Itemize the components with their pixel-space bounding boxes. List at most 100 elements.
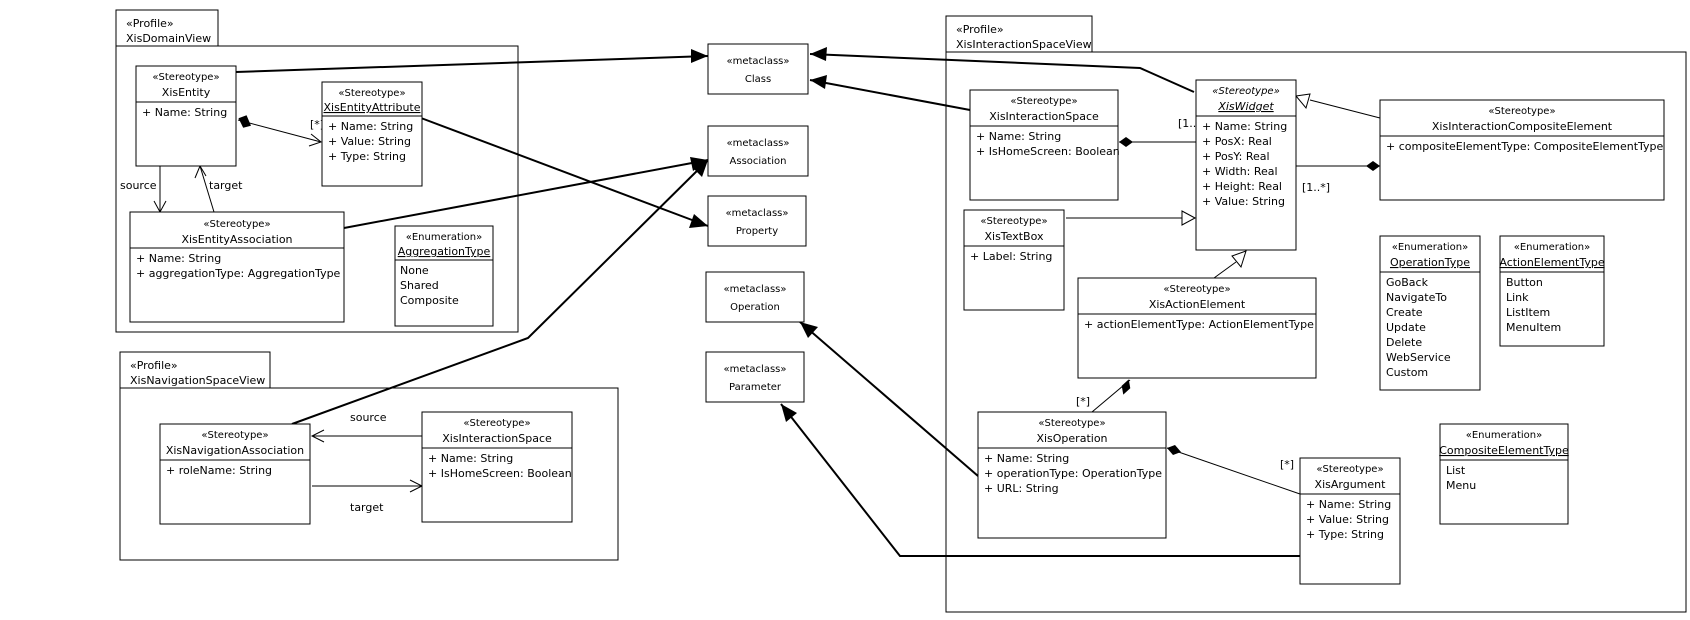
stereotype-label: «Enumeration» xyxy=(406,232,483,243)
attribute: + Name: String xyxy=(328,120,413,133)
class-xis-argument[interactable]: «Stereotype» XisArgument + Name: String … xyxy=(1299,457,1401,585)
hollow-triangle xyxy=(1295,93,1311,110)
stereotype-label: «Enumeration» xyxy=(1466,430,1543,441)
arrowhead xyxy=(692,160,708,177)
composition-diamond xyxy=(238,115,251,128)
attribute: + Height: Real xyxy=(1202,180,1282,193)
composition-operation-argument xyxy=(1166,447,1301,495)
stereotype-label: «Stereotype» xyxy=(1488,106,1555,117)
class-xis-entity-association[interactable]: «Stereotype» XisEntityAssociation + Name… xyxy=(129,211,345,323)
extension-entity-association-association xyxy=(343,159,709,229)
open-arrowhead xyxy=(194,164,207,179)
class-xis-widget[interactable]: «Stereotype» XisWidget + Name: String + … xyxy=(1195,79,1297,251)
metaclass-operation[interactable]: «metaclass» Operation xyxy=(705,271,805,323)
extension-interaction-space-class xyxy=(809,79,971,111)
hollow-triangle xyxy=(1181,210,1197,226)
role-label-source: source xyxy=(350,411,387,424)
stereotype-label: «metaclass» xyxy=(723,364,786,375)
metaclass-association[interactable]: «metaclass» Association xyxy=(707,125,809,177)
profile-stereotype: «Profile» xyxy=(130,359,178,372)
class-name: XisActionElement xyxy=(1149,298,1246,311)
arrowhead xyxy=(810,47,827,61)
enum-literal: Create xyxy=(1386,306,1423,319)
enum-literal: NavigateTo xyxy=(1386,291,1447,304)
class-name: AggregationType xyxy=(398,245,491,258)
composition-diamond xyxy=(1366,161,1380,171)
metaclass-property[interactable]: «metaclass» Property xyxy=(707,195,807,247)
attribute: + Name: String xyxy=(142,106,227,119)
class-name: XisInteractionSpace xyxy=(989,110,1099,123)
multiplicity-label: [*] xyxy=(1280,458,1294,471)
enum-operation-type[interactable]: «Enumeration» OperationType GoBack Navig… xyxy=(1379,235,1481,391)
attribute: + IsHomeScreen: Boolean xyxy=(428,467,572,480)
arrowhead xyxy=(810,75,827,89)
extension-operation-operation xyxy=(799,321,979,477)
class-name: XisInteractionSpace xyxy=(442,432,552,445)
class-xis-entity[interactable]: «Stereotype» XisEntity + Name: String xyxy=(135,65,237,167)
attribute: + roleName: String xyxy=(166,464,272,477)
class-name: XisNavigationAssociation xyxy=(166,444,304,457)
assoc-target xyxy=(199,165,215,213)
class-name: Property xyxy=(736,226,778,237)
attribute: + aggregationType: AggregationType xyxy=(136,267,341,280)
enum-literal: MenuItem xyxy=(1506,321,1561,334)
stereotype-label: «Stereotype» xyxy=(463,418,530,429)
profile-stereotype: «Profile» xyxy=(956,23,1004,36)
class-name: XisEntityAttribute xyxy=(323,101,420,114)
class-xis-interaction-composite-element[interactable]: «Stereotype» XisInteractionCompositeElem… xyxy=(1379,99,1665,201)
extension-attribute-property xyxy=(420,117,709,227)
open-arrowhead xyxy=(308,133,323,147)
class-xis-interaction-space-nav[interactable]: «Stereotype» XisInteractionSpace + Name:… xyxy=(421,411,573,523)
stereotype-label: «Stereotype» xyxy=(201,430,268,441)
class-xis-navigation-association[interactable]: «Stereotype» XisNavigationAssociation + … xyxy=(159,423,311,525)
extension-widget-class xyxy=(809,53,1195,93)
class-name: Association xyxy=(730,156,787,167)
class-name: XisTextBox xyxy=(984,230,1044,243)
open-arrowhead xyxy=(310,429,325,443)
class-name: CompositeElementType xyxy=(1439,444,1569,457)
stereotype-label: «Stereotype» xyxy=(1163,284,1230,295)
class-name: XisEntity xyxy=(162,86,211,99)
role-label-source: source xyxy=(120,179,157,192)
class-xis-interaction-space[interactable]: «Stereotype» XisInteractionSpace + Name:… xyxy=(969,89,1120,201)
class-xis-action-element[interactable]: «Stereotype» XisActionElement + actionEl… xyxy=(1077,277,1317,379)
stereotype-label: «Stereotype» xyxy=(1038,418,1105,429)
profile-name: XisInteractionSpaceView xyxy=(956,38,1092,51)
enum-literal: List xyxy=(1446,464,1466,477)
composition-diamond xyxy=(1119,137,1133,147)
attribute: + Type: String xyxy=(1306,528,1384,541)
metaclass-class[interactable]: «metaclass» Class xyxy=(707,43,809,95)
class-name: ActionElementType xyxy=(1499,256,1604,269)
class-name: XisInteractionCompositeElement xyxy=(1432,120,1613,133)
enum-action-element-type[interactable]: «Enumeration» ActionElementType Button L… xyxy=(1499,235,1605,347)
metaclass-parameter[interactable]: «metaclass» Parameter xyxy=(705,351,805,403)
composition-diamond xyxy=(1121,379,1131,395)
attribute: + Value: String xyxy=(1306,513,1389,526)
class-name: XisEntityAssociation xyxy=(181,233,292,246)
stereotype-label: «Enumeration» xyxy=(1392,242,1469,253)
class-name: XisWidget xyxy=(1217,100,1274,113)
class-xis-entity-attribute[interactable]: «Stereotype» XisEntityAttribute + Name: … xyxy=(321,81,423,187)
stereotype-label: «metaclass» xyxy=(726,138,789,149)
arrowhead xyxy=(800,322,818,338)
class-name: XisOperation xyxy=(1036,432,1107,445)
extension-entity-class xyxy=(235,55,709,73)
class-xis-operation[interactable]: «Stereotype» XisOperation + Name: String… xyxy=(977,411,1167,539)
class-xis-text-box[interactable]: «Stereotype» XisTextBox + Label: String xyxy=(963,209,1065,311)
enum-literal: Menu xyxy=(1446,479,1476,492)
multiplicity-label: [1..*] xyxy=(1302,181,1330,194)
multiplicity-label: [*] xyxy=(1076,395,1090,408)
attribute: + Name: String xyxy=(428,452,513,465)
enum-aggregation-type[interactable]: «Enumeration» AggregationType None Share… xyxy=(394,225,494,327)
enum-literal: Custom xyxy=(1386,366,1428,379)
attribute: + PosY: Real xyxy=(1202,150,1270,163)
attribute: + URL: String xyxy=(984,482,1059,495)
stereotype-label: «Stereotype» xyxy=(152,72,219,83)
enum-literal: ListItem xyxy=(1506,306,1550,319)
enum-literal: Shared xyxy=(400,279,439,292)
enum-literal: Link xyxy=(1506,291,1529,304)
arrowhead xyxy=(689,214,708,228)
enum-composite-element-type[interactable]: «Enumeration» CompositeElementType List … xyxy=(1439,423,1569,525)
generalization-action-widget xyxy=(1213,261,1237,279)
